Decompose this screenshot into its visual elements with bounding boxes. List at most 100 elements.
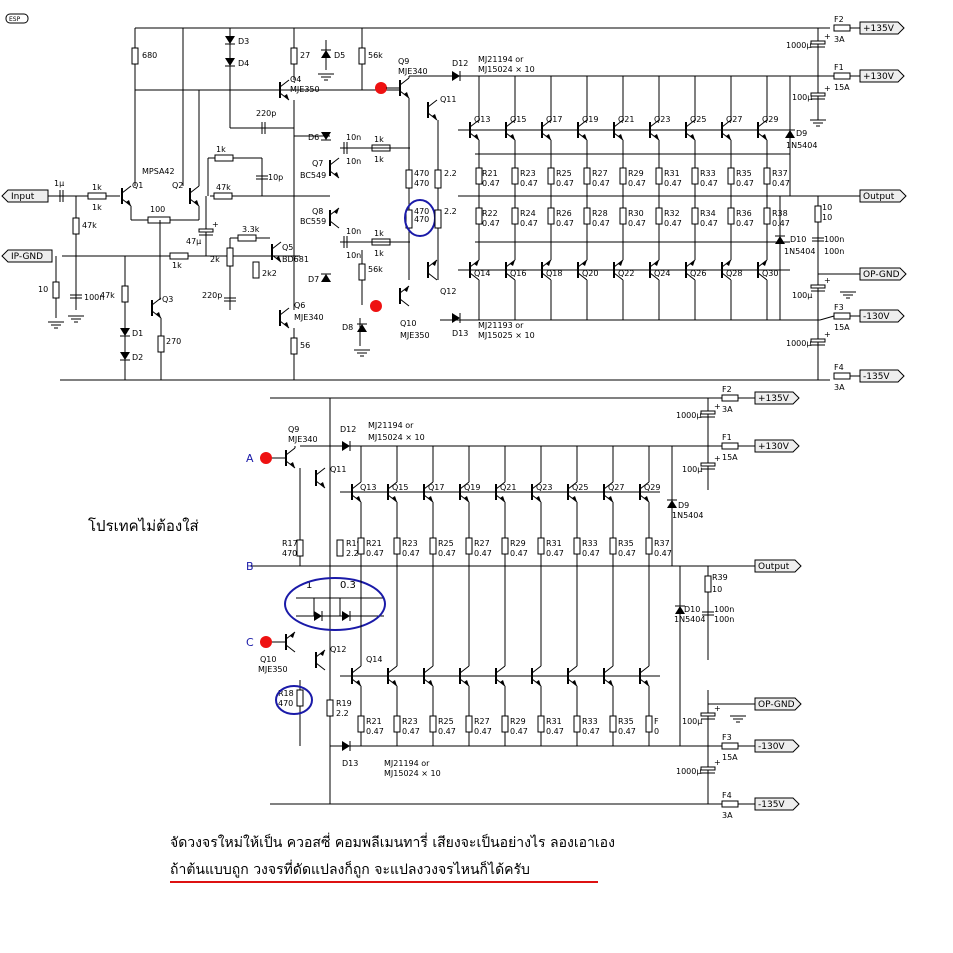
- b-transistor-lower: [351, 665, 362, 687]
- fuse-f1-name: F1: [834, 63, 844, 72]
- b-upper-q-label: Q29: [644, 483, 660, 492]
- pot-vr2: [226, 247, 234, 267]
- esp-logo-text: ESP: [9, 16, 21, 23]
- b-upper-q-label: Q27: [608, 483, 624, 492]
- fuse-f1-value: 15A: [834, 83, 850, 92]
- diode-d12: [452, 71, 461, 81]
- b-cap-c12: +: [700, 758, 721, 774]
- b-lower-r-value: 0.47: [438, 727, 456, 736]
- highlight-diode-pair: [284, 577, 386, 631]
- upper-r-label: R31: [664, 169, 680, 178]
- res-r10-value: 2k2: [262, 269, 277, 278]
- b-terminal-minus-130: [754, 739, 800, 753]
- b-r39-value: 10: [712, 585, 722, 594]
- b-res-lower: [609, 715, 617, 733]
- node-c-label: C: [246, 636, 254, 649]
- res-emitter-upper: [547, 167, 555, 185]
- b-upper-q-label: Q21: [500, 483, 516, 492]
- upper-r-value: 0.47: [736, 179, 754, 188]
- res-r13-value: 56k: [368, 51, 383, 60]
- b-lower-r-label: R31: [546, 717, 562, 726]
- upper-q-label: Q23: [654, 115, 670, 124]
- b-transistor-upper: [459, 481, 470, 503]
- r22-label: R22: [482, 209, 498, 218]
- b-lower-r-label: R27: [474, 717, 490, 726]
- b-f2-value: 3A: [722, 405, 733, 414]
- res-r1-value: 47k: [82, 221, 97, 230]
- r22-value: 0.47: [482, 219, 500, 228]
- b-transistor-lower: [459, 665, 470, 687]
- svg-text:+: +: [714, 402, 721, 411]
- b-lower-r-value: 0.47: [510, 727, 528, 736]
- q4-label: Q4: [290, 75, 301, 84]
- lower-r-label: R30: [628, 209, 644, 218]
- lower-r-label: R32: [664, 209, 680, 218]
- transistor-q4: [279, 79, 290, 101]
- upper-r-label: R37: [772, 169, 788, 178]
- res-r19: [434, 169, 442, 189]
- b-fuse-f1: [721, 442, 739, 450]
- b-upper-q-label: Q15: [392, 483, 408, 492]
- q7-type: BC549: [300, 171, 326, 180]
- b-r19b-name: R19: [336, 699, 352, 708]
- b-r21-value: 0.47: [366, 549, 384, 558]
- b-upper-q-label: Q19: [464, 483, 480, 492]
- b-r21-name: R21: [366, 539, 382, 548]
- lower-q-label: Q26: [690, 269, 706, 278]
- res-emitter-lower: [619, 207, 627, 225]
- b-terminal-op-gnd: [754, 697, 802, 711]
- q8-label: Q8: [312, 207, 323, 216]
- lower-r-value: 0.47: [772, 219, 790, 228]
- b-res-upper: [537, 537, 545, 555]
- diode-d2: [120, 352, 130, 361]
- d5-label: D5: [334, 51, 345, 60]
- b-terminal-minus-130-label: -130V: [758, 742, 785, 752]
- transistor-q5: [271, 241, 282, 263]
- res-emitter-upper: [619, 167, 627, 185]
- b-f4-value: 3A: [722, 811, 733, 820]
- res-r7: [131, 47, 139, 65]
- cap-c9-value: 100µ: [792, 93, 812, 102]
- upper-r-label: R29: [628, 169, 644, 178]
- ground-symbol: [810, 119, 826, 127]
- b-terminal-plus-135: [754, 391, 800, 405]
- res-r17: [405, 169, 413, 189]
- cap-c1: [59, 190, 64, 202]
- terminal-plus-135-label: +135V: [863, 24, 895, 34]
- q2-label: Q2: [172, 181, 183, 190]
- cap-c11: +: [810, 32, 831, 48]
- b-lower-r-value: 0.47: [366, 727, 384, 736]
- b-upper-note-b: MJ15024 × 10: [368, 433, 425, 442]
- b-lower-r-value: 0.47: [474, 727, 492, 736]
- res-emitter-lower: [547, 207, 555, 225]
- b-r39-name: R39: [712, 573, 728, 582]
- d9-label: D9: [796, 129, 807, 138]
- res-r14-value: 1k: [374, 155, 384, 164]
- b-upper-r-value: 0.47: [474, 549, 492, 558]
- terminal-plus-130: [859, 69, 905, 83]
- q5-type: BD681: [282, 255, 309, 264]
- cap-c11-value: 1000µ: [786, 41, 811, 50]
- res-r4-value: 10: [38, 285, 48, 294]
- b-upper-r-value: 0.47: [618, 549, 636, 558]
- b-res-r17: [296, 539, 304, 557]
- transistor-q9: [399, 77, 410, 99]
- b-transistor-lower: [531, 665, 542, 687]
- pot-vr2-value: 2k: [210, 255, 220, 264]
- b-c8-name: 100n: [714, 605, 734, 614]
- fuse-f4-value: 3A: [834, 383, 845, 392]
- b-d10-type: 1N5404: [674, 615, 705, 624]
- b-q14-label: Q14: [366, 655, 382, 664]
- b-lower-r-label: R33: [582, 717, 598, 726]
- b-res-upper: [573, 537, 581, 555]
- b-fuse-f2: [721, 394, 739, 402]
- b-lower-r-value: 0.47: [546, 727, 564, 736]
- b-d13-label: D13: [342, 759, 358, 768]
- b-res-upper: [645, 537, 653, 555]
- cap-c6-value2: 10n: [346, 157, 361, 166]
- d8-label: D8: [342, 323, 353, 332]
- cap-c10: +: [810, 276, 831, 292]
- b-lower-r-label: R21: [366, 717, 382, 726]
- upper-q-label: Q25: [690, 115, 706, 124]
